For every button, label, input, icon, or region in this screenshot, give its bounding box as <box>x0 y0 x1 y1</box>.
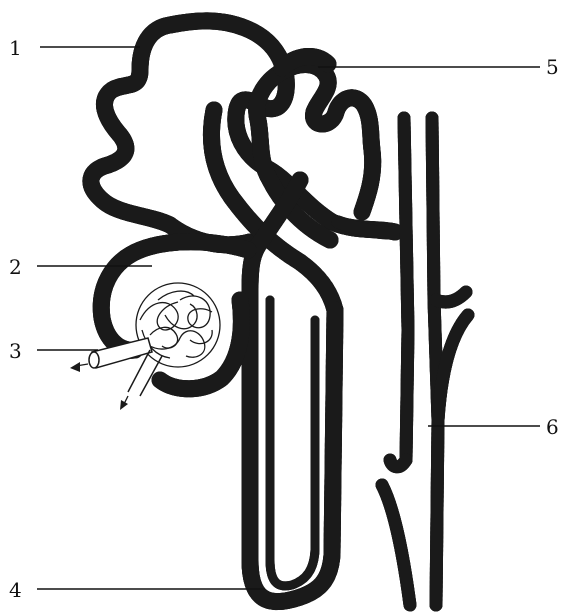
label-3: 3 <box>9 341 22 361</box>
collecting-duct <box>382 118 468 605</box>
label-1: 1 <box>9 38 22 58</box>
label-6: 6 <box>546 417 559 437</box>
label-2: 2 <box>9 257 22 277</box>
arterioles <box>70 338 162 410</box>
label-5: 5 <box>546 57 559 77</box>
glomerulus <box>136 283 220 367</box>
loop-of-henle <box>250 290 335 602</box>
label-4: 4 <box>9 580 22 600</box>
